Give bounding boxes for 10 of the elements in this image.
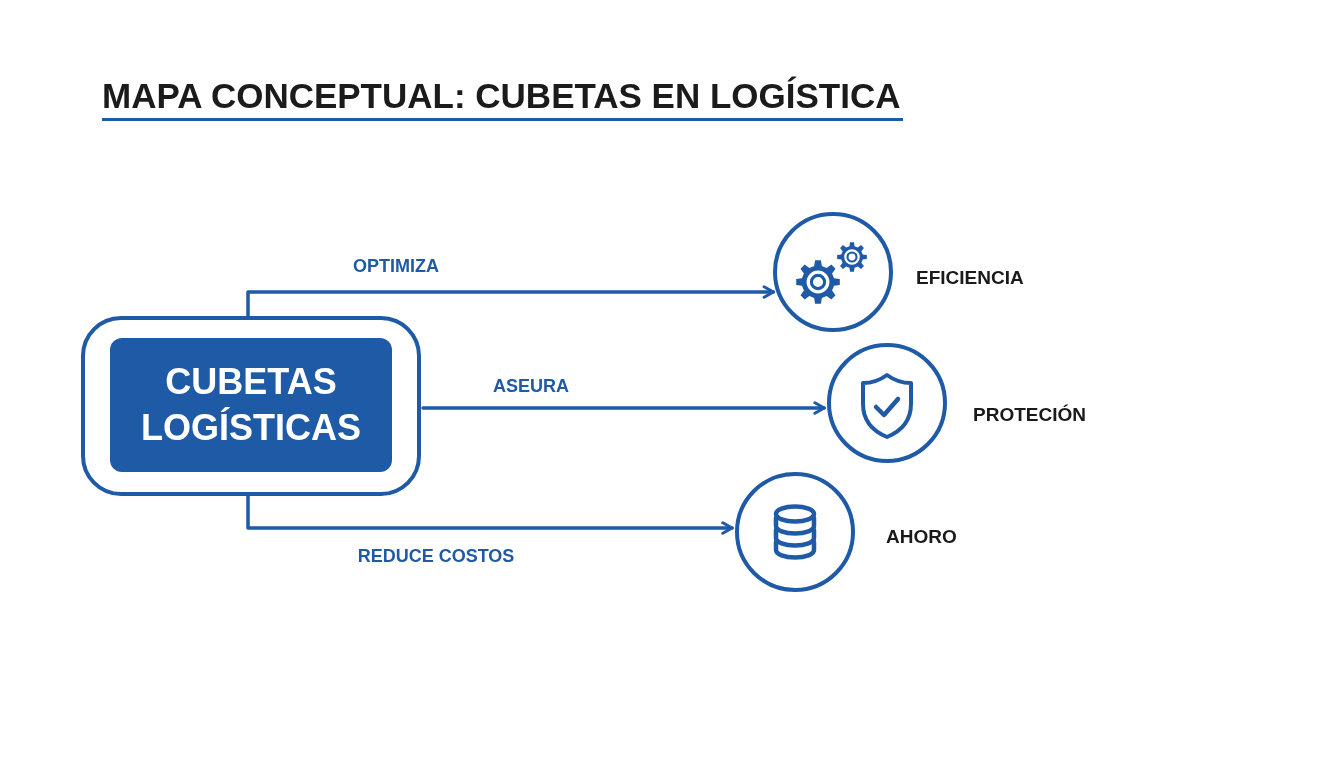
node-caption: EFICIENCIA — [916, 266, 1024, 290]
arrow — [246, 493, 734, 535]
rounded-frame — [81, 316, 421, 496]
arrow — [246, 285, 776, 319]
node-text: CUBETAS LOGÍSTICAS — [140, 360, 362, 450]
node-caption: AHORO — [886, 525, 957, 549]
diagram-title: MAPA CONCEPTUAL: CUBETAS EN LOGÍSTICA — [102, 74, 903, 121]
arrow — [421, 401, 826, 415]
node-caption: PROTECIÓN — [973, 403, 1086, 427]
concept-box — [110, 338, 392, 472]
